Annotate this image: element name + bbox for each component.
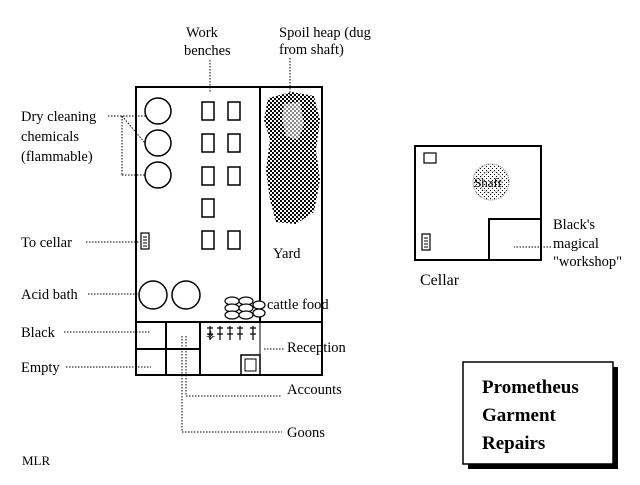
label-empty: Empty xyxy=(21,360,60,376)
title-line-1: Prometheus xyxy=(482,377,579,398)
reception-chairs: ⚶ xyxy=(206,329,215,341)
cellar-plan xyxy=(414,145,542,261)
title-box xyxy=(462,361,618,469)
leader-lines xyxy=(64,58,551,433)
label-workshop-3: "workshop" xyxy=(553,254,622,270)
label-dry-cleaning-3: (flammable) xyxy=(21,149,93,165)
label-dry-cleaning-1: Dry cleaning xyxy=(21,109,96,125)
signature-initials: MLR xyxy=(22,453,51,468)
main-building xyxy=(135,86,323,376)
label-work-benches-1: Work xyxy=(186,25,219,41)
label-cellar: Cellar xyxy=(420,272,460,289)
label-workshop-2: magical xyxy=(553,236,599,252)
label-spoil-heap-1: Spoil heap (dug xyxy=(279,25,371,41)
label-acid-bath: Acid bath xyxy=(21,287,79,303)
label-yard: Yard xyxy=(273,246,301,262)
label-workshop-1: Black's xyxy=(553,217,595,233)
title-line-2: Garment xyxy=(482,405,557,426)
label-work-benches-2: benches xyxy=(184,43,231,59)
spoil-heap xyxy=(264,92,320,224)
label-accounts: Accounts xyxy=(287,382,342,398)
label-reception: Reception xyxy=(287,340,347,356)
acid-baths xyxy=(138,280,201,310)
svg-text:⚶: ⚶ xyxy=(206,329,215,341)
label-spoil-heap-2: from shaft) xyxy=(279,42,344,58)
shaft-icon xyxy=(472,163,510,201)
cellar-stair-icon xyxy=(140,232,150,250)
reception-furniture xyxy=(207,326,256,340)
title-line-3: Repairs xyxy=(482,433,545,454)
label-shaft: Shaft xyxy=(474,175,502,190)
label-goons: Goons xyxy=(287,425,325,441)
chemical-drums xyxy=(144,97,172,189)
label-black: Black xyxy=(21,325,56,341)
label-dry-cleaning-2: chemicals xyxy=(21,129,79,145)
label-cattle-food: cattle food xyxy=(267,297,329,313)
work-benches xyxy=(201,101,241,250)
label-to-cellar: To cellar xyxy=(21,235,72,251)
cattle-food-sacks xyxy=(224,296,266,320)
